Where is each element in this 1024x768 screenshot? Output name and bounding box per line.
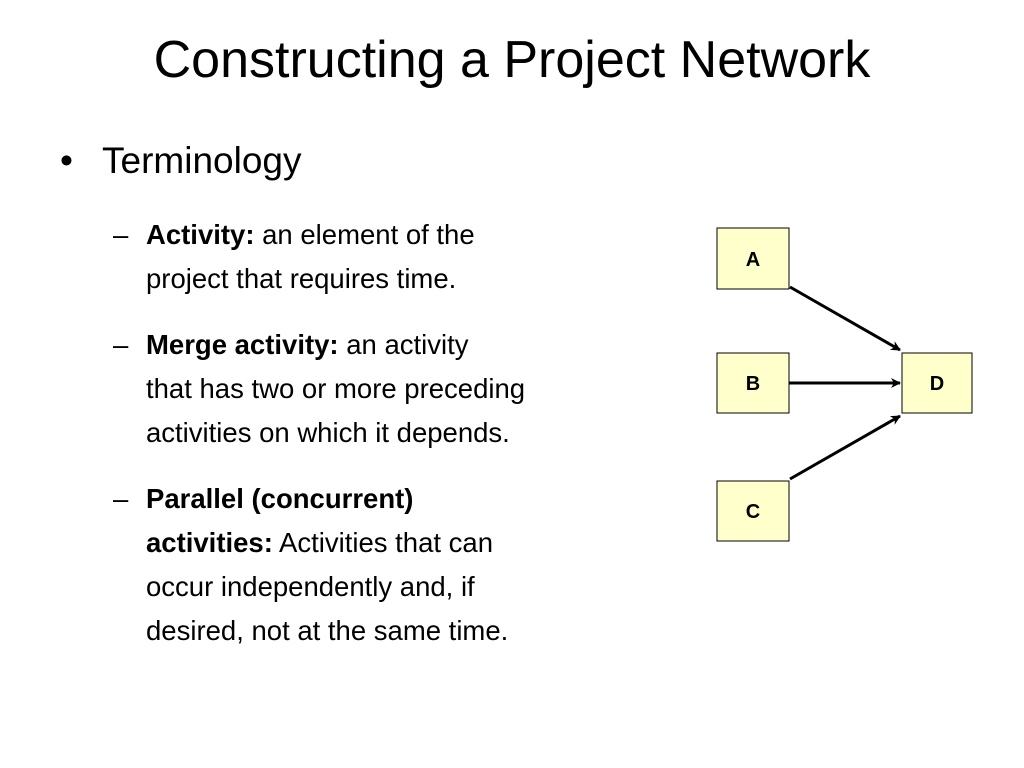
dash-marker: – [113, 219, 129, 250]
node-d-label: D [930, 373, 944, 395]
node-a-box [716, 227, 790, 290]
dash-marker: – [113, 329, 129, 360]
dash-marker: – [113, 483, 129, 514]
node-a: A [716, 227, 790, 290]
edge-a-to-d [789, 285, 901, 352]
term-activities: activities: [146, 527, 273, 558]
node-c-box [716, 480, 790, 542]
definition-activity: – Activity: an element of the project th… [113, 213, 633, 301]
definition-text: that has two or more preceding [146, 373, 526, 404]
node-d-box [901, 352, 973, 414]
node-a-label: A [746, 249, 760, 271]
bullet-dot: • [60, 140, 73, 181]
definition-merge-activity: – Merge activity: an activity that has t… [113, 323, 633, 455]
node-b: B [716, 352, 790, 414]
definition-text: an activity [338, 329, 469, 360]
definition-text: occur independently and, if [146, 571, 475, 602]
bullet-terminology-label: Terminology [102, 140, 302, 181]
terminology-list: – Activity: an element of the project th… [113, 213, 633, 675]
node-b-box [716, 352, 790, 414]
definition-text: activities on which it depends. [146, 417, 510, 448]
term-merge-activity: Merge activity: [146, 329, 339, 360]
definition-text: desired, not at the same time. [146, 615, 509, 646]
term-parallel: Parallel (concurrent) [146, 483, 414, 514]
node-d: D [901, 352, 973, 414]
edge-c-to-d [789, 414, 901, 481]
definition-text: project that requires time. [146, 263, 457, 294]
definition-parallel-activities: – Parallel (concurrent) activities: Acti… [113, 477, 633, 653]
node-c: C [716, 480, 790, 542]
node-b-label: B [746, 373, 760, 395]
definition-text: an element of the [254, 219, 475, 250]
slide-title: Constructing a Project Network [153, 31, 871, 89]
node-c-label: C [746, 501, 760, 523]
term-activity: Activity: [146, 219, 255, 250]
definition-text: Activities that can [272, 527, 493, 558]
